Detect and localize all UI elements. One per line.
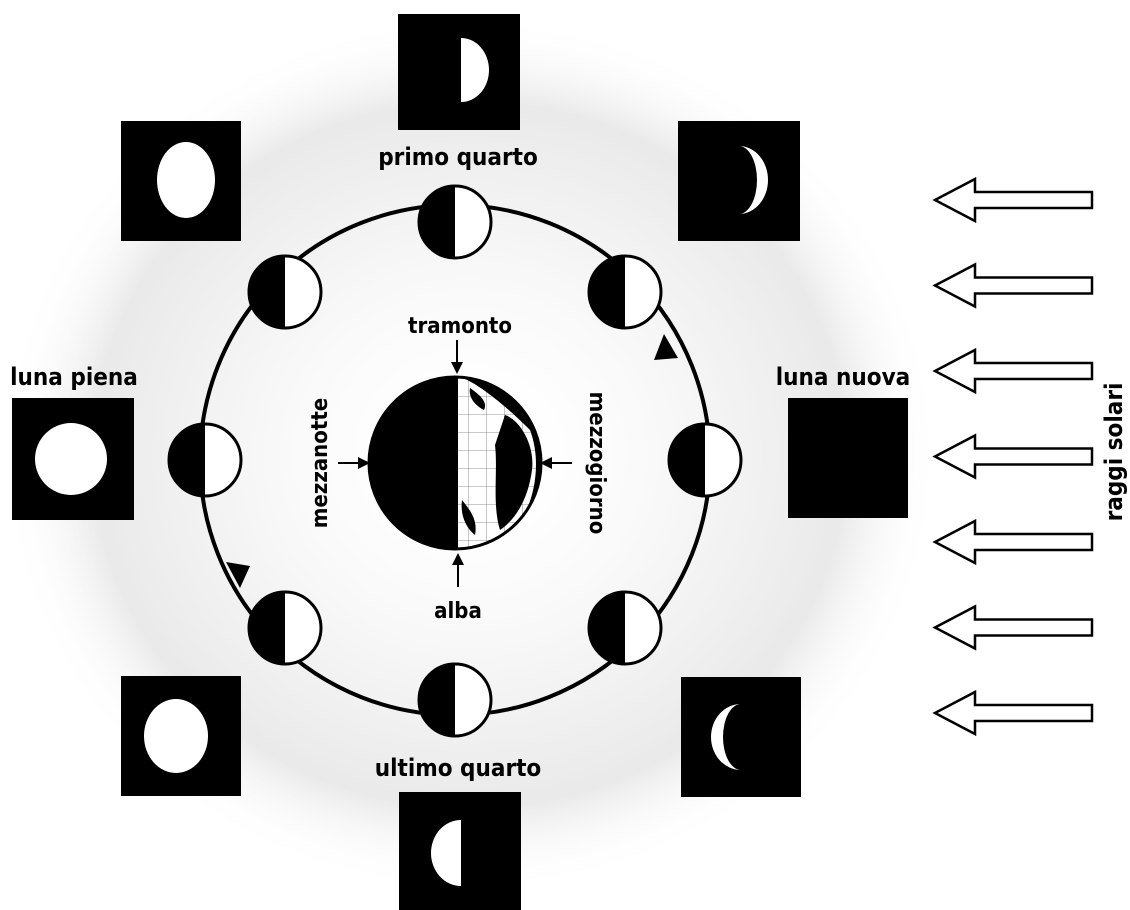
label-last-quarter: ultimo quarto bbox=[375, 754, 542, 782]
phase-last-quarter-image bbox=[399, 792, 521, 910]
sun-ray-arrow bbox=[935, 521, 1092, 563]
orbit-moon bbox=[419, 664, 491, 736]
sun-ray-arrow bbox=[935, 350, 1092, 392]
phase-waning-gibbous-image bbox=[121, 676, 241, 796]
orbit-moon bbox=[249, 256, 321, 328]
sun-ray-arrow bbox=[935, 265, 1092, 307]
sun-ray-arrow bbox=[935, 436, 1092, 478]
orbit-moon bbox=[669, 424, 741, 496]
phase-waxing-crescent-image bbox=[678, 121, 800, 241]
sun-ray-arrow bbox=[935, 607, 1092, 649]
orbit-moon bbox=[169, 424, 241, 496]
label-sunrise: alba bbox=[434, 599, 482, 624]
orbit-moon bbox=[589, 256, 661, 328]
label-midnight: mezzanotte bbox=[308, 398, 333, 529]
label-new-moon: luna nuova bbox=[776, 363, 910, 391]
phase-new-moon-image bbox=[788, 398, 908, 518]
orbit-moon bbox=[589, 592, 661, 664]
phase-waning-crescent-image bbox=[681, 677, 801, 797]
phase-full-moon-image bbox=[12, 398, 134, 520]
label-noon: mezzogiorno bbox=[584, 392, 609, 535]
label-full-moon: luna piena bbox=[10, 363, 138, 391]
phase-first-quarter-image bbox=[398, 14, 520, 130]
label-sunset: tramonto bbox=[408, 314, 512, 339]
sun-ray-arrow bbox=[935, 179, 1092, 221]
label-sun-rays: raggi solari bbox=[1100, 383, 1128, 522]
orbit-moon bbox=[249, 592, 321, 664]
phase-waxing-gibbous-image bbox=[121, 121, 241, 241]
orbit-moon bbox=[419, 186, 491, 258]
label-first-quarter: primo quarto bbox=[378, 143, 538, 171]
sun-rays-arrows bbox=[935, 179, 1092, 734]
sun-ray-arrow bbox=[935, 692, 1092, 734]
